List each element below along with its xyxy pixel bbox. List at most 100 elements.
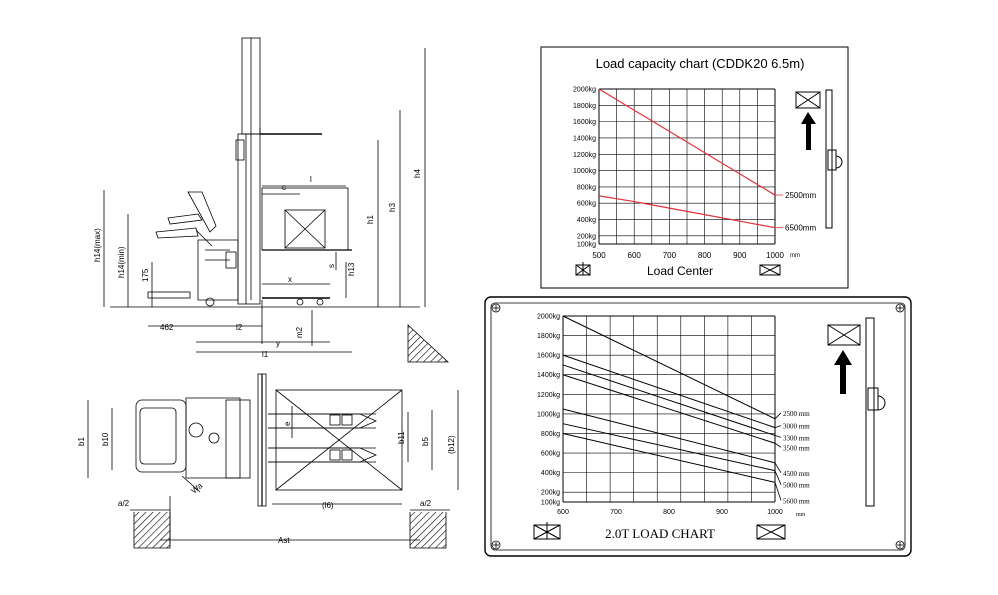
series-label: 4500 mm xyxy=(783,470,810,478)
series-leader xyxy=(774,482,782,501)
series-label: 3300 mm xyxy=(783,434,810,442)
x-tick-label: 900 xyxy=(733,251,747,260)
y-tick-label: 100kg xyxy=(541,500,560,507)
series-label: 3000 mm xyxy=(783,423,810,431)
y-tick-label: 200kg xyxy=(577,233,596,240)
dim-label: e xyxy=(283,421,292,426)
wall-hatch xyxy=(133,512,171,549)
dim-label: l2 xyxy=(236,323,243,332)
series-line xyxy=(562,354,776,429)
pallet-icon xyxy=(759,264,781,276)
series-label: 2500mm xyxy=(785,191,816,200)
wall-hatch xyxy=(409,512,447,549)
chart1-xlabel: Load Center xyxy=(647,264,713,278)
dim-label: (l6) xyxy=(322,501,334,510)
lift-diagram-icon xyxy=(827,317,886,507)
series-line xyxy=(562,315,776,420)
y-tick-label: 1600kg xyxy=(537,353,560,360)
y-tick-label: 2000kg xyxy=(573,87,596,94)
y-tick-label: 600kg xyxy=(541,451,560,458)
side-view-labels: h4 h3 h1 h14(max) h14(min) 175 h13 s c l… xyxy=(93,169,422,359)
chart2-x-unit: mm xyxy=(796,512,806,518)
dim-label: m2 xyxy=(295,326,304,338)
y-tick-label: 1000kg xyxy=(537,411,560,418)
y-tick-label: 1800kg xyxy=(537,333,560,340)
dim-label: a/2 xyxy=(420,499,432,508)
x-tick-label: 700 xyxy=(663,251,677,260)
dim-label: h13 xyxy=(347,262,356,276)
series-label: 3500 mm xyxy=(783,444,810,452)
y-tick-label: 2000kg xyxy=(537,314,560,321)
dim-label: h1 xyxy=(366,215,375,224)
dim-label: h3 xyxy=(388,203,397,212)
dim-label: h4 xyxy=(413,169,422,178)
series-leader xyxy=(774,462,782,474)
y-tick-label: 800kg xyxy=(541,431,560,438)
x-tick-label: 500 xyxy=(592,251,606,260)
chart2-inner-frame xyxy=(490,302,906,551)
chart1-series: 2500mm 6500mm xyxy=(598,88,816,233)
dim-label: b1 xyxy=(77,437,86,446)
dim-label: (b12) xyxy=(447,435,456,454)
series-label: 5000 mm xyxy=(783,482,810,490)
chart1-grid xyxy=(598,88,776,245)
wall-hatch xyxy=(407,324,450,363)
y-tick-label: 1200kg xyxy=(537,392,560,399)
y-tick-label: 100kg xyxy=(577,242,596,249)
pallet-icon xyxy=(756,524,786,540)
series-line xyxy=(562,432,776,483)
series-label: 6500mm xyxy=(785,224,816,233)
series-label: 2500 mm xyxy=(783,410,810,418)
y-tick-label: 1200kg xyxy=(573,152,596,159)
series-leader xyxy=(774,412,782,420)
dim-label: b10 xyxy=(101,432,110,446)
dim-label: 462 xyxy=(160,323,174,332)
dim-label: b11 xyxy=(397,431,406,444)
x-tick-label: 800 xyxy=(698,251,712,260)
y-tick-label: 1400kg xyxy=(573,135,596,142)
series-line xyxy=(562,374,776,444)
dim-label: s xyxy=(327,264,336,268)
y-tick-label: 800kg xyxy=(577,184,596,191)
dim-label: 175 xyxy=(141,268,150,282)
series-line xyxy=(598,88,776,196)
series-leader xyxy=(774,470,782,485)
x-tick-label: 600 xyxy=(628,251,642,260)
y-tick-label: 400kg xyxy=(541,470,560,477)
series-line xyxy=(562,408,776,464)
y-tick-label: 600kg xyxy=(577,201,596,208)
dim-label: h14(min) xyxy=(117,246,126,278)
chart1-title: Load capacity chart (CDDK20 6.5m) xyxy=(596,56,805,71)
y-tick-label: 200kg xyxy=(541,490,560,497)
dim-label: Ast xyxy=(278,536,290,545)
chart2-outer-frame xyxy=(484,296,912,557)
load-capacity-chart-2: 100kg200kg400kg600kg800kg1000kg1200kg140… xyxy=(484,296,912,557)
dim-label: x xyxy=(288,275,292,284)
dim-label: c xyxy=(282,183,286,192)
dim-label: y xyxy=(276,339,280,348)
pallet-icon xyxy=(575,262,591,276)
screw-icon xyxy=(491,303,905,550)
series-leader xyxy=(774,442,782,448)
dim-label: h14(max) xyxy=(93,228,102,262)
chart2-y-ticks: 100kg200kg400kg600kg800kg1000kg1200kg140… xyxy=(537,314,560,507)
x-tick-label: 900 xyxy=(716,509,728,516)
chart2-series: 2500 mm 3000 mm 3300 mm 3500 mm 4500 mm 5000 … xyxy=(562,315,810,505)
arrow-up-icon xyxy=(801,112,816,150)
x-tick-label: 600 xyxy=(557,509,569,516)
x-tick-label: 700 xyxy=(610,509,622,516)
y-tick-label: 1000kg xyxy=(573,168,596,175)
chart1-x-unit: mm xyxy=(790,253,800,259)
y-tick-label: 400kg xyxy=(577,217,596,224)
series-leader xyxy=(774,435,782,438)
y-tick-label: 1800kg xyxy=(573,103,596,110)
pallet-icon xyxy=(533,522,561,540)
y-tick-label: 1600kg xyxy=(573,119,596,126)
chart1-frame xyxy=(540,46,849,289)
top-view-drawing xyxy=(87,373,459,544)
load-capacity-chart-1: Load capacity chart (CDDK20 6.5m) 100kg 2… xyxy=(540,46,849,289)
lift-diagram-icon xyxy=(795,89,843,229)
